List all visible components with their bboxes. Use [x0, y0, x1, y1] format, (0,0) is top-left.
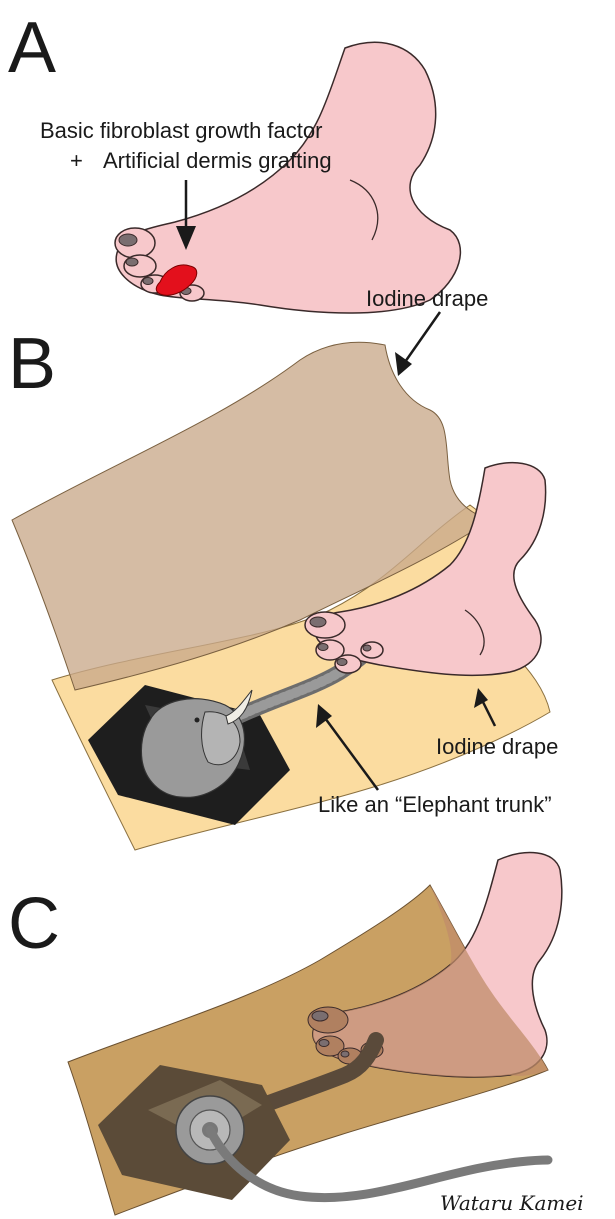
- label-line1: Basic fibroblast growth factor: [40, 118, 322, 143]
- author-signature: Wataru Kamei: [440, 1191, 584, 1215]
- elephant-trunk-label: Like an “Elephant trunk”: [318, 792, 552, 817]
- arrow-top-drape: [395, 312, 440, 376]
- panel-b-letter: B: [8, 324, 56, 404]
- label-plus: +: [70, 148, 83, 173]
- panel-c: C Wataru Kamei: [8, 853, 584, 1215]
- bottom-drape-label: Iodine drape: [436, 734, 558, 759]
- label-line2: Artificial dermis grafting: [103, 148, 332, 173]
- foot-illustration-a: [115, 42, 460, 313]
- top-drape-label: Iodine drape: [366, 286, 488, 311]
- panel-b: B: [8, 286, 558, 850]
- growth-factor-label: Basic fibroblast growth factor + Artific…: [40, 118, 332, 173]
- panel-a-letter: A: [8, 8, 56, 88]
- panel-a: A Basic fibroblast growth factor + Artif…: [8, 8, 460, 313]
- panel-c-letter: C: [8, 884, 60, 964]
